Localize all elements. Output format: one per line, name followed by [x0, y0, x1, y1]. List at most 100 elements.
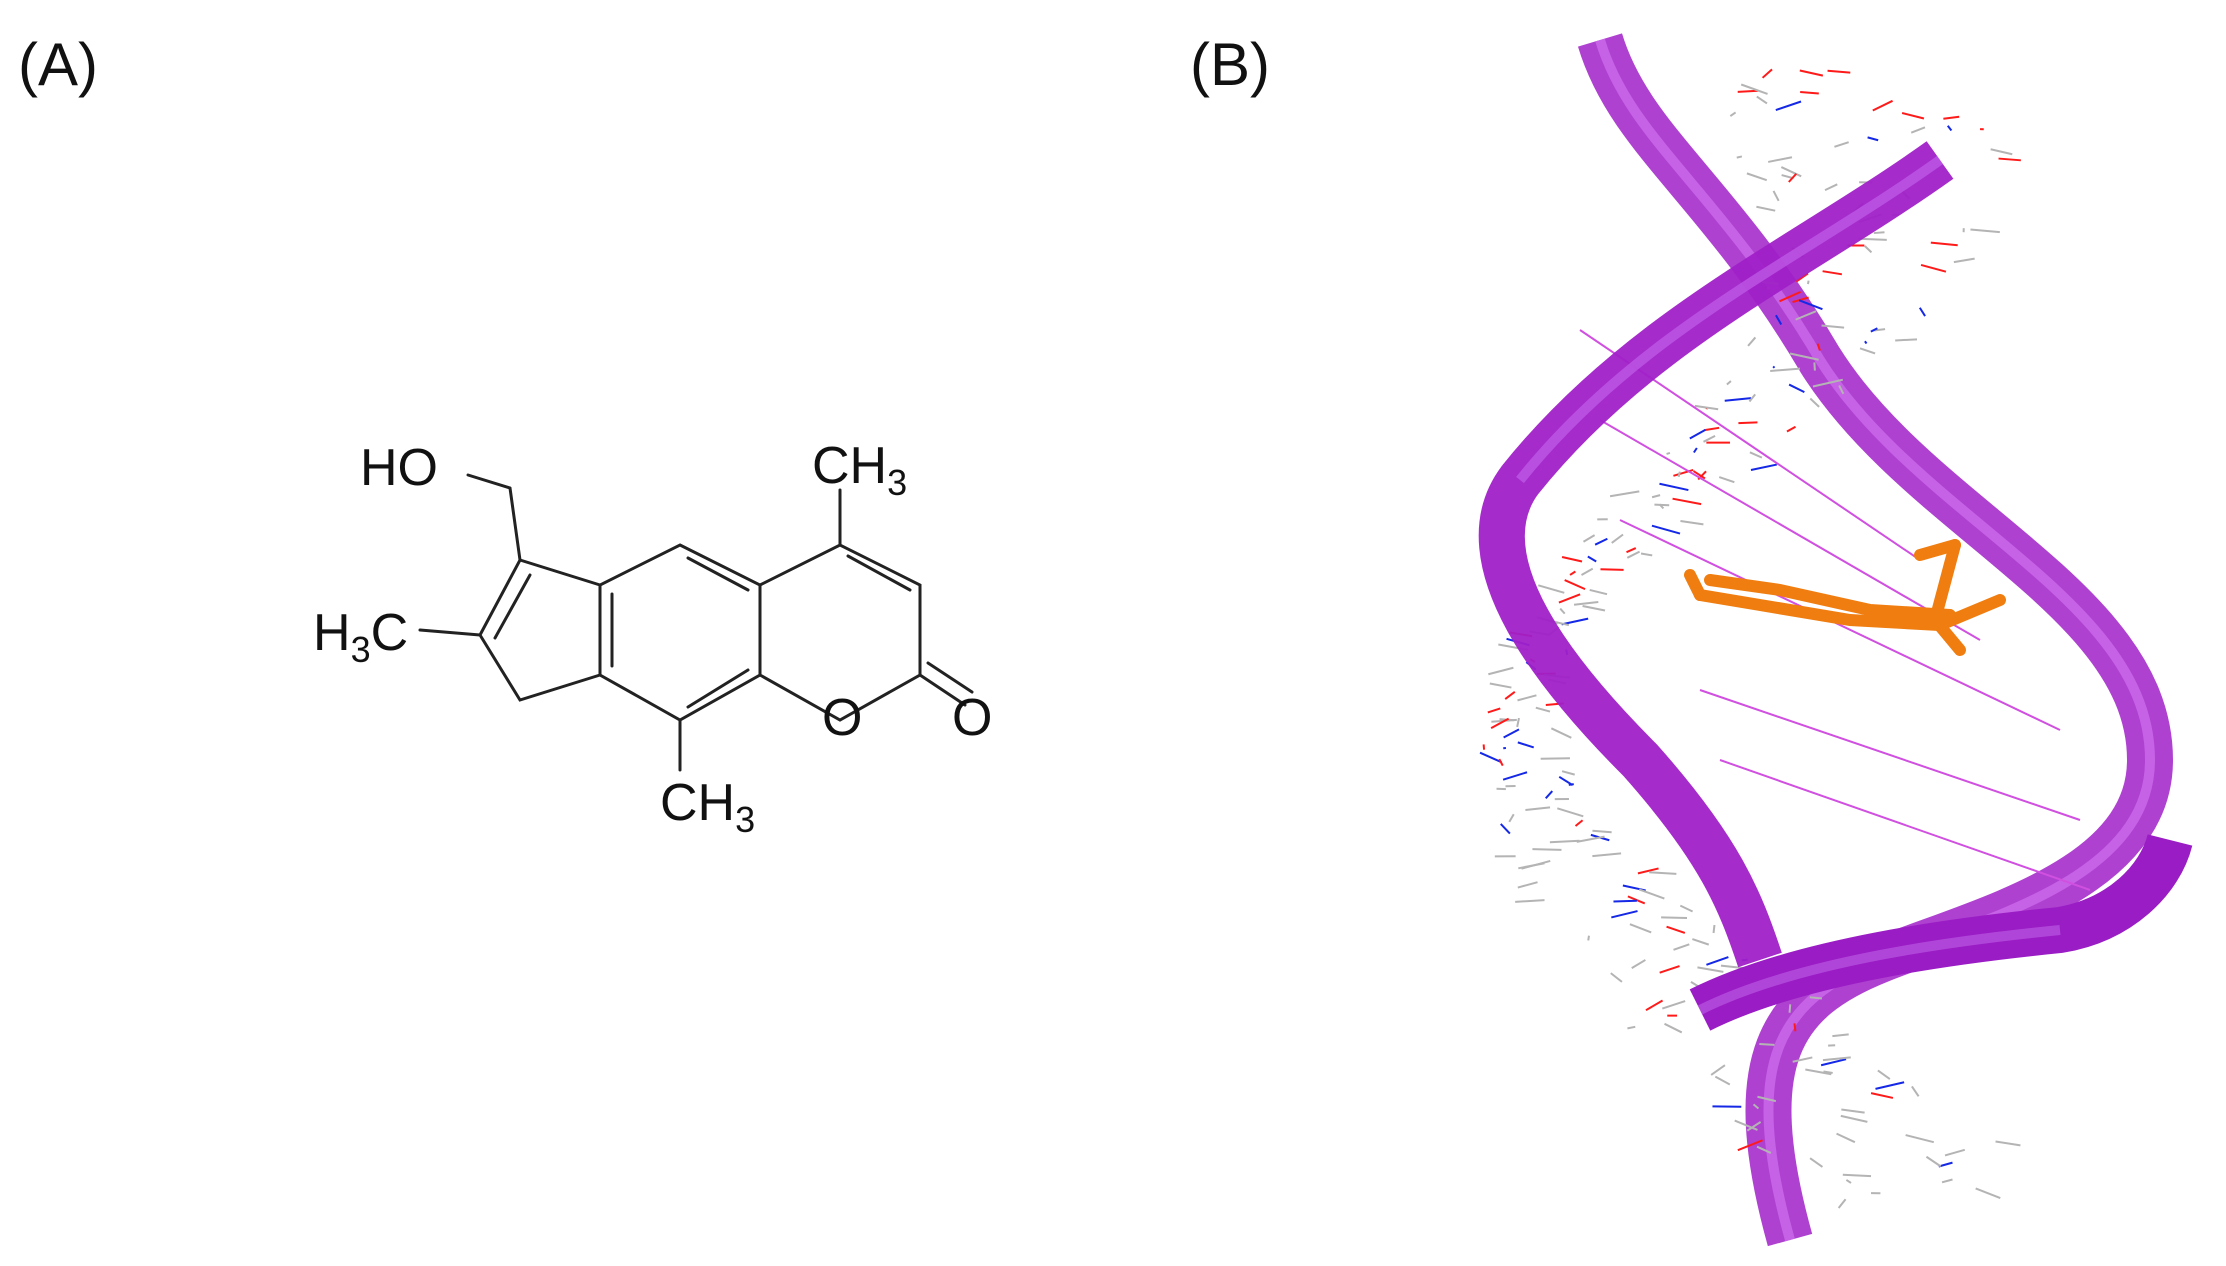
base-stick [1809, 996, 1822, 1000]
base-stick [1532, 848, 1562, 851]
base-stick [1658, 503, 1665, 510]
base-stick [1793, 1023, 1797, 1032]
base-stick [1724, 397, 1752, 402]
base-stick [1525, 806, 1551, 811]
base-stick [1740, 83, 1768, 95]
base-stick [1840, 1114, 1868, 1123]
backbone-strand-front [1478, 141, 1954, 968]
base-stick [1795, 272, 1809, 283]
base-stick [1712, 924, 1716, 934]
atom-label-ho: HO [360, 439, 438, 497]
base-stick [1770, 367, 1801, 372]
base-stick [1809, 397, 1820, 408]
base-stick [1746, 172, 1768, 182]
base-stick [1813, 362, 1816, 371]
double-bond [846, 554, 912, 592]
base-stick [1805, 1068, 1832, 1076]
base-stick [1757, 1095, 1777, 1103]
base-stick [1995, 1140, 2021, 1147]
base-stick [1824, 183, 1838, 192]
base-stick [1786, 425, 1797, 433]
base-stick [1561, 556, 1583, 563]
base-stick [1638, 888, 1665, 900]
base-stick [1517, 694, 1537, 702]
base-stick [1587, 555, 1597, 563]
carbonyl-bond [926, 661, 974, 694]
base-stick [1756, 1145, 1772, 1154]
base-stick [1626, 550, 1641, 559]
base-stick [1729, 111, 1737, 117]
base-stick [1569, 570, 1576, 576]
base-stick [1645, 999, 1664, 1012]
base-stick [1704, 426, 1720, 432]
base-stick [1609, 490, 1640, 498]
base-stick [1568, 783, 1574, 786]
base-stick [1772, 190, 1780, 202]
hydrogen-bond-line [1599, 419, 1981, 641]
base-stick [1738, 421, 1758, 425]
dna-complex-render [1478, 32, 2193, 1247]
bond [508, 486, 522, 562]
bond [418, 628, 482, 637]
base-stick [1500, 823, 1511, 835]
base-stick [1870, 327, 1878, 333]
panel-label-a: (A) [18, 31, 98, 98]
base-stick [1611, 533, 1624, 544]
base-stick [1946, 125, 1953, 132]
base-stick [1672, 497, 1702, 506]
base-stick [1697, 966, 1724, 973]
base-stick [1659, 965, 1680, 974]
base-stick [1666, 925, 1686, 934]
base-stick [1953, 257, 1975, 264]
base-stick [1841, 1108, 1865, 1114]
base-stick [1479, 751, 1502, 764]
base-stick [1544, 790, 1554, 799]
base-stick [1736, 155, 1743, 159]
base-stick [1589, 588, 1608, 596]
aromatic-bond [686, 556, 750, 592]
base-stick [1592, 852, 1622, 858]
base-stick [1761, 68, 1773, 79]
base-stick [1706, 956, 1729, 966]
atom-label-h3c-left: H3C [313, 604, 408, 670]
base-stick [1858, 237, 1887, 241]
base-stick [1611, 910, 1638, 919]
base-stick [1516, 717, 1520, 728]
base-stick [1487, 707, 1501, 714]
backbone-highlight [1516, 155, 1943, 484]
base-stick [1549, 839, 1580, 844]
base-stick [1910, 126, 1926, 134]
base-stick [1746, 1121, 1762, 1132]
base-stick [1775, 100, 1802, 111]
base-stick [1748, 393, 1756, 403]
base-stick [1561, 770, 1575, 776]
base-stick [1610, 972, 1623, 983]
base-stick [1795, 310, 1817, 321]
hydrogen-bond-line [1699, 689, 2081, 821]
base-stick [1498, 758, 1504, 767]
base-stick [1673, 943, 1690, 951]
base-stick [1659, 482, 1689, 492]
base-stick [1673, 468, 1694, 477]
base-stick [1905, 1134, 1935, 1144]
base-stick [1692, 470, 1706, 480]
base-stick [1649, 871, 1677, 875]
base-stick [1859, 347, 1876, 355]
base-stick [1574, 819, 1584, 827]
base-stick [1714, 1075, 1731, 1086]
base-stick [1788, 1004, 1792, 1013]
aromatic-bond [686, 668, 750, 709]
base-stick [1750, 463, 1778, 471]
base-stick [1689, 428, 1706, 440]
base-stick [1807, 280, 1810, 285]
hydrogen-bond-line [1619, 519, 2061, 731]
base-stick [1718, 476, 1735, 484]
base-stick [1864, 245, 1873, 254]
backbone-highlight [1697, 925, 2061, 1015]
base-stick [1834, 141, 1849, 148]
base-stick [1561, 617, 1589, 626]
base-stick [1629, 923, 1652, 934]
base-stick [1775, 314, 1783, 326]
base-stick [1613, 899, 1637, 903]
